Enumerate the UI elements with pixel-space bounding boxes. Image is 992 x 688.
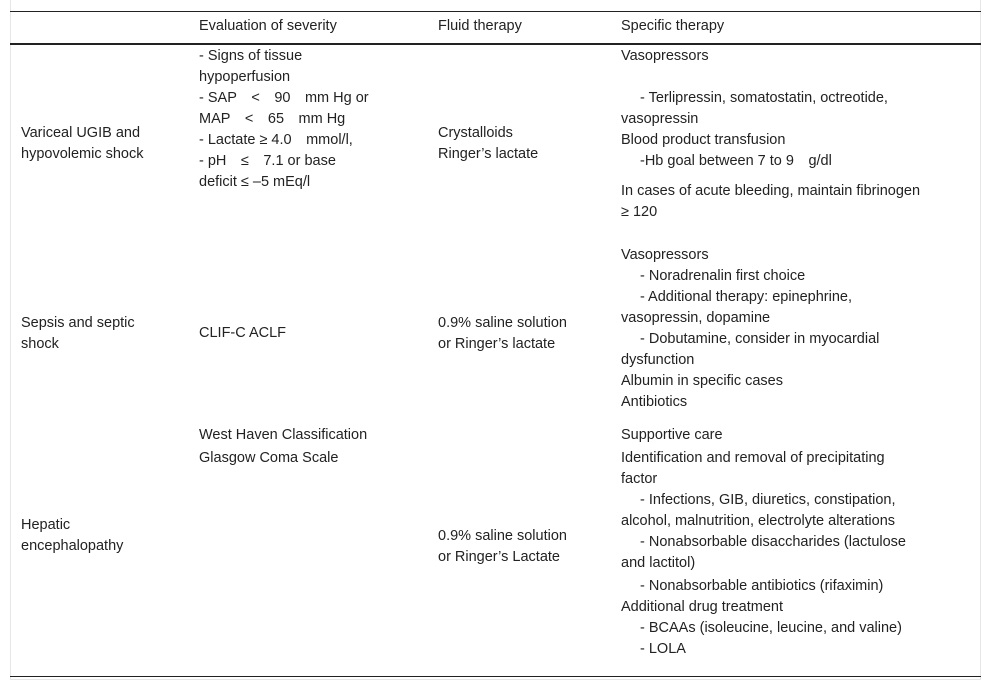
row1-therapy-line: Blood product transfusion: [621, 132, 786, 148]
row2-fluid-line: 0.9% saline solution: [438, 315, 567, 331]
row2-therapy-line: - Noradrenalin first choice: [640, 268, 806, 284]
row1-fluid-line: Ringer’s lactate: [438, 146, 539, 162]
row1-severity: - Signs of tissue hypoperfusion - SAP < …: [199, 46, 369, 193]
row2-therapy-line: - Dobutamine, consider in myocardial: [640, 331, 880, 347]
row1-therapy-line: -Hb goal between 7 to 9 g/dl: [640, 153, 832, 169]
row2-therapy-line: Albumin in specific cases: [621, 373, 783, 389]
row3-severity: West Haven Classification Glasgow Coma S…: [199, 425, 367, 469]
row2-severity: CLIF-C ACLF: [199, 323, 286, 344]
row3-condition: Hepatic encephalopathy: [21, 515, 123, 557]
row3-fluid-line: 0.9% saline solution: [438, 528, 567, 544]
row2-condition: Sepsis and septic shock: [21, 313, 135, 355]
row1-therapy-line: vasopressin: [621, 111, 699, 127]
row2-therapy-line: Antibiotics: [621, 394, 688, 410]
row1-therapy-line: Vasopressors: [621, 48, 709, 64]
row1-fluid-line: Crystalloids: [438, 125, 513, 141]
row2-therapy-line: dysfunction: [621, 352, 695, 368]
row1-severity-line: - SAP < 90 mm Hg or: [199, 90, 369, 106]
row1-therapy-spacer: [621, 67, 920, 88]
row3-therapy-line: Identification and removal of precipitat…: [621, 450, 885, 466]
row1-therapy-line: - Terlipressin, somatostatin, octreotide…: [640, 90, 888, 106]
row3-therapy-line: - BCAAs (isoleucine, leucine, and valine…: [640, 620, 902, 636]
row1-condition-line: hypovolemic shock: [21, 146, 144, 162]
table-bottom-rule: [10, 676, 981, 677]
header-fluid-therapy: Fluid therapy: [438, 18, 522, 34]
row3-therapy-line: - LOLA: [640, 641, 686, 657]
row1-severity-line: - Lactate ≥ 4.0 mmol/l,: [199, 132, 353, 148]
row2-fluid: 0.9% saline solution or Ringer’s lactate: [438, 313, 567, 355]
row3-therapy-line: Additional drug treatment: [621, 599, 784, 615]
row1-severity-line: - Signs of tissue: [199, 48, 303, 64]
row1-severity-line: hypoperfusion: [199, 69, 291, 85]
row3-severity-line: Glasgow Coma Scale: [199, 450, 339, 466]
row1-therapy: Vasopressors - Terlipressin, somatostati…: [621, 46, 920, 223]
row1-severity-line: - pH ≤ 7.1 or base: [199, 153, 336, 169]
header-specific-therapy: Specific therapy: [621, 18, 725, 34]
row3-therapy-line: factor: [621, 471, 658, 487]
row1-therapy-line: In cases of acute bleeding, maintain fib…: [621, 183, 921, 199]
row2-therapy: Vasopressors - Noradrenalin first choice…: [621, 245, 879, 413]
row2-fluid-line: or Ringer’s lactate: [438, 336, 556, 352]
row1-severity-line: MAP < 65 mm Hg: [199, 111, 346, 127]
row2-condition-line: Sepsis and septic: [21, 315, 135, 331]
row3-fluid-line: or Ringer’s Lactate: [438, 549, 560, 565]
row2-therapy-line: - Additional therapy: epinephrine,: [640, 289, 853, 305]
row3-therapy-line: - Infections, GIB, diuretics, constipati…: [640, 492, 896, 508]
row3-condition-line: encephalopathy: [21, 538, 124, 554]
row2-condition-line: shock: [21, 336, 59, 352]
table-top-rule: [10, 11, 981, 12]
row3-therapy-line: - Nonabsorbable disaccharides (lactulose: [640, 534, 906, 550]
row2-therapy-line: Vasopressors: [621, 247, 709, 263]
row1-therapy-line: ≥ 120: [621, 204, 658, 220]
table-header-rule: [10, 43, 981, 45]
row3-fluid: 0.9% saline solution or Ringer’s Lactate: [438, 526, 567, 568]
row3-therapy-line: alcohol, malnutrition, electrolyte alter…: [621, 513, 896, 529]
row3-therapy-line: - Nonabsorbable antibiotics (rifaximin): [640, 578, 884, 594]
row1-severity-line: deficit ≤ –5 mEq/l: [199, 174, 311, 190]
row1-therapy-spacer: [621, 172, 920, 181]
table-frame: [10, 0, 981, 680]
row2-severity-line: CLIF-C ACLF: [199, 325, 287, 341]
row2-therapy-line: vasopressin, dopamine: [621, 310, 771, 326]
row1-condition: Variceal UGIB and hypovolemic shock: [21, 123, 144, 165]
row3-severity-line: West Haven Classification: [199, 427, 368, 443]
row1-condition-line: Variceal UGIB and: [21, 125, 141, 141]
header-evaluation-of-severity: Evaluation of severity: [199, 18, 337, 34]
row3-therapy-line: and lactitol): [621, 555, 696, 571]
row3-therapy: Supportive care Identification and remov…: [621, 425, 906, 660]
row3-condition-line: Hepatic: [21, 517, 71, 533]
row3-therapy-line: Supportive care: [621, 427, 723, 443]
row1-fluid: Crystalloids Ringer’s lactate: [438, 123, 538, 165]
